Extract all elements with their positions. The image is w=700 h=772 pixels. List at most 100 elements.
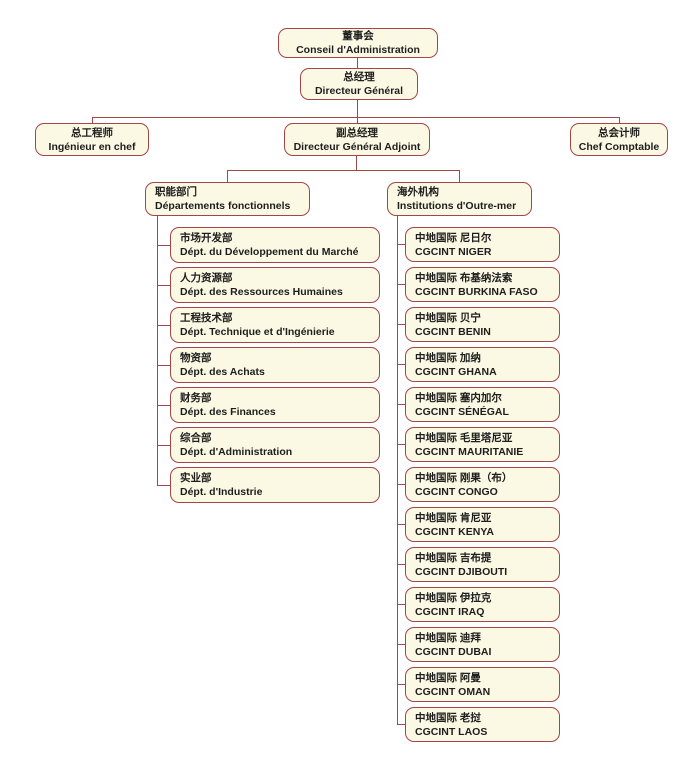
- overseas-institution-node: 中地国际 肯尼亚 CGCINT KENYA: [405, 507, 560, 542]
- department-label-fr: Dépt. des Achats: [180, 366, 265, 378]
- connector-stub: [397, 244, 405, 245]
- connector-stub: [397, 444, 405, 445]
- connector-board-gm: [357, 58, 358, 68]
- overseas-institution-node: 中地国际 老挝 CGCINT LAOS: [405, 707, 560, 742]
- node-board: 董事会 Conseil d'Administration: [278, 28, 438, 58]
- institution-label-fr: CGCINT MAURITANIE: [415, 445, 524, 458]
- institution-label-fr: CGCINT CONGO: [415, 485, 498, 498]
- overseas-institution-node: 中地国际 加纳 CGCINT GHANA: [405, 347, 560, 382]
- connector-drop-chief-engineer: [92, 117, 93, 123]
- department-label-fr: Dépt. des Finances: [180, 406, 276, 418]
- department-label-fr: Dépt. d'Administration: [180, 446, 293, 458]
- institution-label-fr: CGCINT LAOS: [415, 725, 488, 738]
- connector-drop-functional: [227, 170, 228, 182]
- overseas-institution-node: 中地国际 毛里塔尼亚 CGCINT MAURITANIE: [405, 427, 560, 462]
- node-general-manager-label-zh: 总经理: [343, 71, 375, 83]
- department-label-zh: 人力资源部: [180, 272, 233, 284]
- node-board-label-fr: Conseil d'Administration: [296, 44, 420, 56]
- connector-stub: [397, 684, 405, 685]
- connector-drop-chief-accountant: [619, 117, 620, 123]
- department-label-fr: Dépt. d'Industrie: [180, 486, 263, 498]
- institution-label-fr: CGCINT NIGER: [415, 245, 492, 258]
- overseas-institution-node: 中地国际 刚果（布） CGCINT CONGO: [405, 467, 560, 502]
- node-chief-engineer: 总工程师 Ingénieur en chef: [35, 123, 149, 156]
- connector-stub: [157, 365, 170, 366]
- functional-department-node: 实业部 Dépt. d'Industrie: [170, 467, 380, 503]
- department-label-zh: 综合部: [180, 432, 212, 444]
- node-general-manager: 总经理 Directeur Général: [300, 68, 418, 100]
- department-label-zh: 实业部: [180, 472, 212, 484]
- node-deputy-general-manager-label-fr: Directeur Général Adjoint: [293, 140, 421, 153]
- institution-label-zh: 中地国际 迪拜: [415, 631, 481, 644]
- connector-stub: [397, 564, 405, 565]
- node-deputy-general-manager-label-zh: 副总经理: [336, 126, 378, 139]
- connector-stub: [397, 604, 405, 605]
- connector-stub: [397, 644, 405, 645]
- node-board-label-zh: 董事会: [342, 30, 374, 42]
- connector-drop-overseas: [459, 170, 460, 182]
- institution-label-zh: 中地国际 刚果（布）: [415, 471, 513, 484]
- connector-stub: [397, 404, 405, 405]
- institution-label-fr: CGCINT OMAN: [415, 685, 491, 698]
- overseas-institution-node: 中地国际 伊拉克 CGCINT IRAQ: [405, 587, 560, 622]
- connector-stub: [397, 524, 405, 525]
- connector-dga-down: [356, 156, 357, 170]
- connector-stub: [397, 284, 405, 285]
- functional-department-node: 工程技术部 Dépt. Technique et d'Ingénierie: [170, 307, 380, 343]
- node-deputy-general-manager: 副总经理 Directeur Général Adjoint: [284, 123, 430, 156]
- institution-label-zh: 中地国际 吉布提: [415, 551, 492, 564]
- institution-label-zh: 中地国际 塞内加尔: [415, 391, 502, 404]
- connector-functional-trunk: [157, 216, 158, 485]
- functional-department-node: 人力资源部 Dépt. des Ressources Humaines: [170, 267, 380, 303]
- department-label-zh: 财务部: [180, 392, 212, 404]
- institution-label-fr: CGCINT DJIBOUTI: [415, 565, 508, 578]
- overseas-header-label-zh: 海外机构: [397, 186, 439, 198]
- node-chief-accountant-label-fr: Chef Comptable: [578, 140, 660, 153]
- overseas-institution-node: 中地国际 阿曼 CGCINT OMAN: [405, 667, 560, 702]
- connector-level3-horizontal: [227, 170, 460, 171]
- department-label-zh: 物资部: [180, 352, 212, 364]
- institution-label-zh: 中地国际 阿曼: [415, 671, 481, 684]
- connector-stub: [397, 324, 405, 325]
- institution-label-fr: CGCINT GHANA: [415, 365, 497, 378]
- institution-label-fr: CGCINT KENYA: [415, 525, 494, 538]
- overseas-institution-node: 中地国际 贝宁 CGCINT BENIN: [405, 307, 560, 342]
- node-functional-departments-header: 职能部门 Départements fonctionnels: [145, 182, 310, 216]
- department-label-zh: 工程技术部: [180, 312, 233, 324]
- institution-label-fr: CGCINT DUBAI: [415, 645, 492, 658]
- node-general-manager-label-fr: Directeur Général: [314, 85, 404, 97]
- connector-stub: [397, 364, 405, 365]
- department-label-fr: Dépt. Technique et d'Ingénierie: [180, 326, 335, 338]
- node-chief-accountant: 总会计师 Chef Comptable: [570, 123, 668, 156]
- connector-gm-down: [357, 100, 358, 117]
- functional-department-node: 市场开发部 Dépt. du Développement du Marché: [170, 227, 380, 263]
- department-label-zh: 市场开发部: [180, 232, 233, 244]
- institution-label-fr: CGCINT BURKINA FASO: [415, 285, 538, 298]
- department-label-fr: Dépt. des Ressources Humaines: [180, 286, 343, 298]
- functional-department-node: 物资部 Dépt. des Achats: [170, 347, 380, 383]
- functional-header-label-zh: 职能部门: [155, 186, 197, 198]
- connector-drop-dga: [357, 117, 358, 123]
- connector-stub: [157, 485, 170, 486]
- overseas-institution-node: 中地国际 吉布提 CGCINT DJIBOUTI: [405, 547, 560, 582]
- connector-stub: [157, 405, 170, 406]
- connector-stub: [157, 445, 170, 446]
- overseas-institution-node: 中地国际 迪拜 CGCINT DUBAI: [405, 627, 560, 662]
- department-label-fr: Dépt. du Développement du Marché: [180, 246, 359, 258]
- connector-level2-horizontal: [92, 117, 620, 118]
- institution-label-zh: 中地国际 毛里塔尼亚: [415, 431, 513, 444]
- connector-stub: [157, 285, 170, 286]
- institution-label-zh: 中地国际 布基纳法索: [415, 271, 513, 284]
- institution-label-fr: CGCINT IRAQ: [415, 605, 485, 618]
- connector-stub: [157, 245, 170, 246]
- overseas-institution-node: 中地国际 塞内加尔 CGCINT SÉNÉGAL: [405, 387, 560, 422]
- institution-label-fr: CGCINT SÉNÉGAL: [415, 405, 509, 418]
- connector-stub: [397, 724, 405, 725]
- overseas-institution-node: 中地国际 尼日尔 CGCINT NIGER: [405, 227, 560, 262]
- node-overseas-institutions-header: 海外机构 Institutions d'Outre-mer: [387, 182, 532, 216]
- functional-department-node: 财务部 Dépt. des Finances: [170, 387, 380, 423]
- overseas-header-label-fr: Institutions d'Outre-mer: [397, 200, 517, 212]
- node-chief-accountant-label-zh: 总会计师: [598, 126, 640, 139]
- connector-stub: [397, 484, 405, 485]
